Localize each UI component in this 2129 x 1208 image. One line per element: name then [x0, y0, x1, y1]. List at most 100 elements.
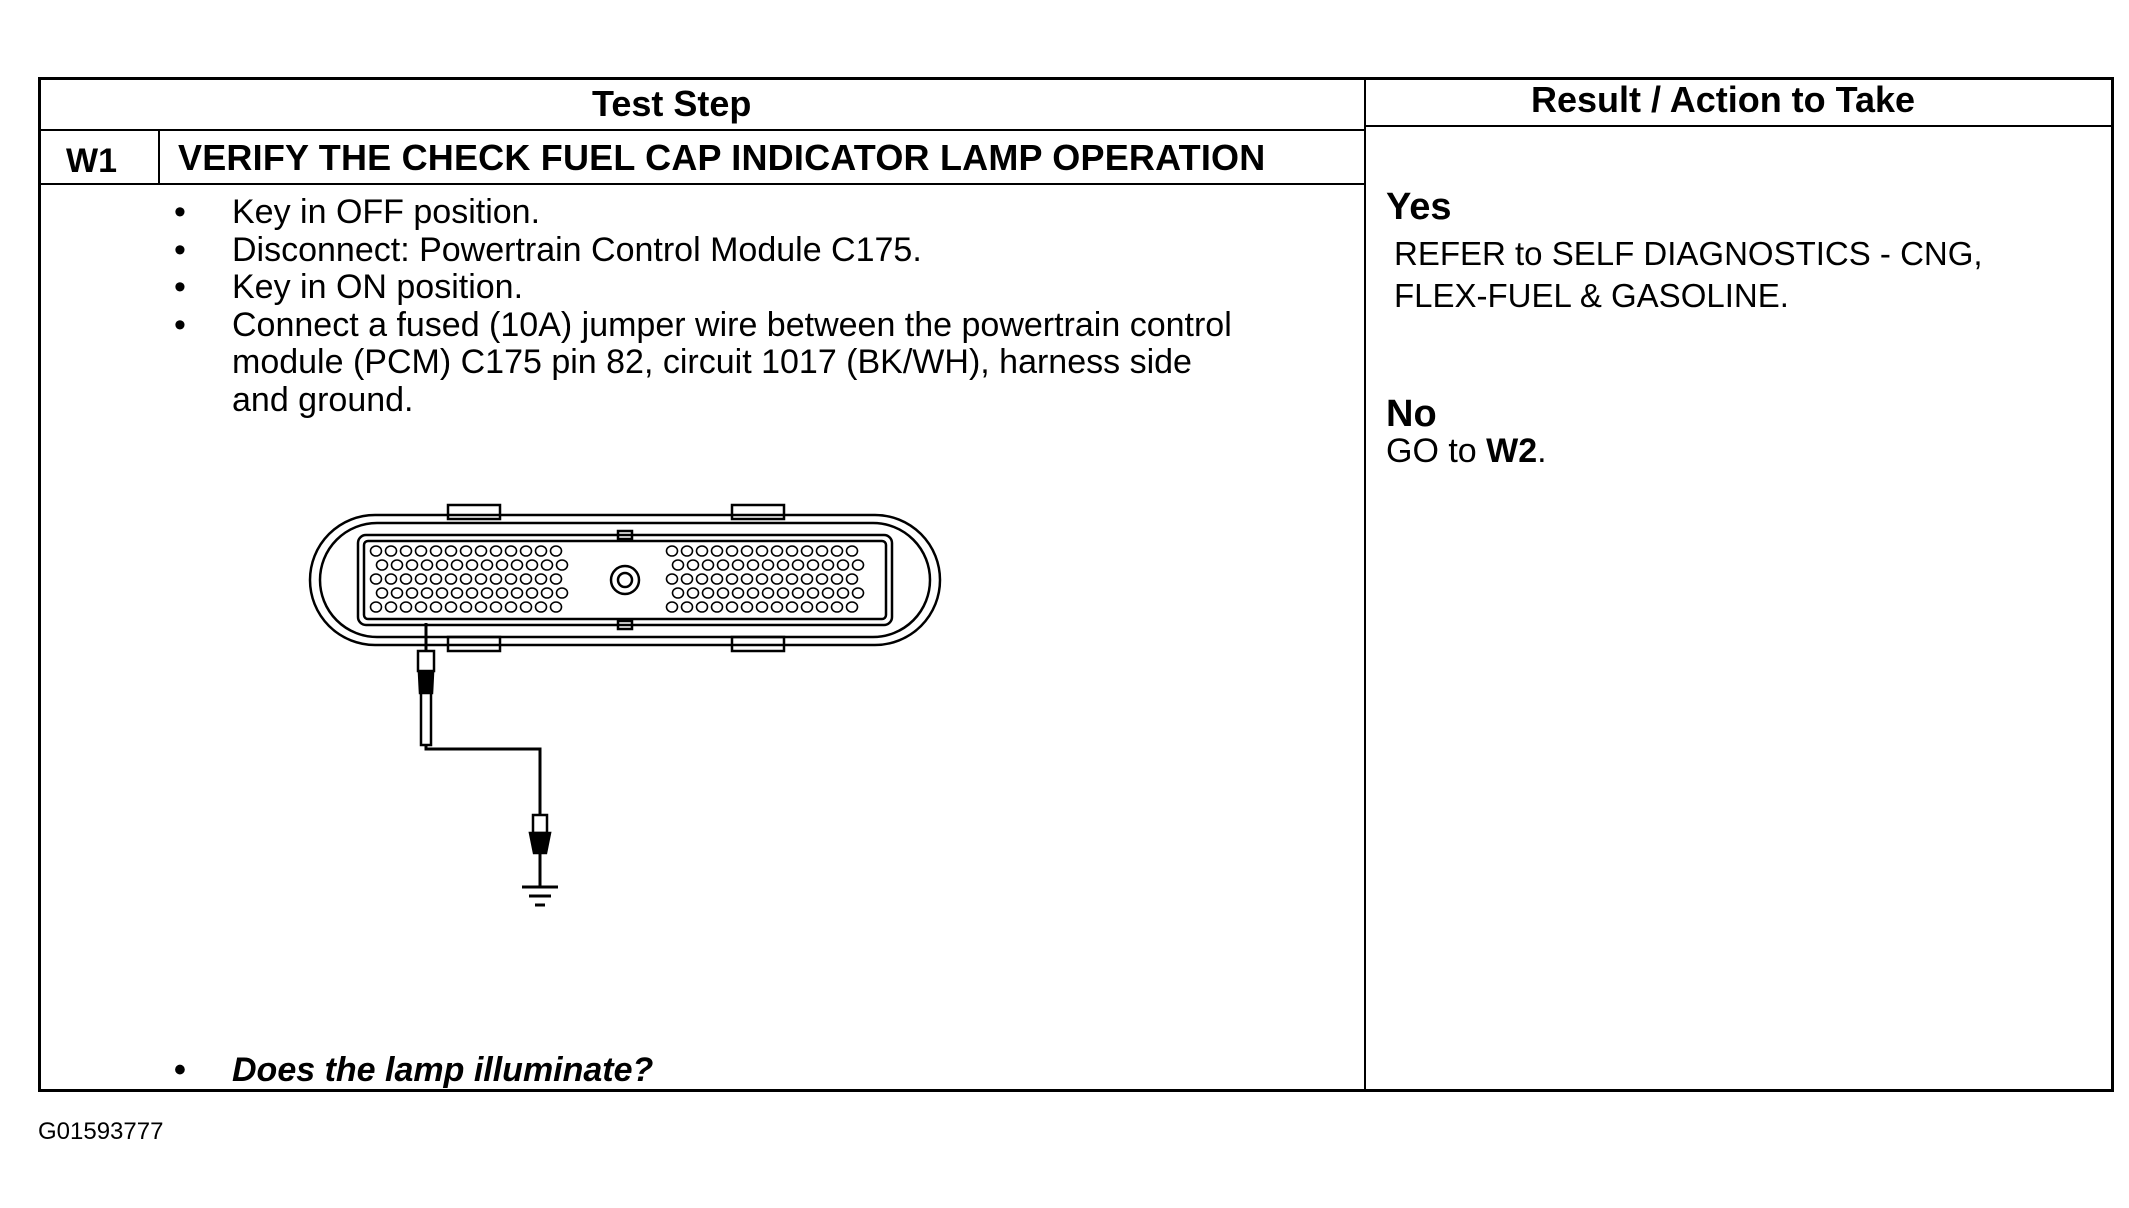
connector-pin [534, 573, 548, 585]
connector-pin [459, 601, 473, 613]
connector-pin [761, 587, 775, 599]
connector-pin [815, 601, 829, 613]
connector-pin [540, 587, 554, 599]
connector-pin [776, 559, 790, 571]
yes-label: Yes [1386, 186, 1452, 228]
no-action-suffix: . [1537, 432, 1547, 470]
connector-pin [510, 587, 524, 599]
instruction-list: Key in OFF position. Disconnect: Powertr… [170, 193, 1252, 420]
step-title-rule [38, 183, 1366, 185]
connector-pin [746, 559, 760, 571]
connector-pin [399, 573, 413, 585]
connector-pin [680, 545, 694, 557]
connector-pin [686, 559, 700, 571]
connector-pin [429, 573, 443, 585]
connector-pin [746, 587, 760, 599]
connector-pin [776, 587, 790, 599]
connector-pin [731, 587, 745, 599]
connector-pin [489, 601, 503, 613]
connector-pin [459, 545, 473, 557]
connector-pin [710, 573, 724, 585]
connector-pin [480, 587, 494, 599]
connector-pin [695, 545, 709, 557]
instruction-item: Key in OFF position. [170, 193, 1252, 232]
connector-pin [836, 559, 850, 571]
connector-pin [785, 545, 799, 557]
connector-pin [740, 601, 754, 613]
connector-pin [504, 573, 518, 585]
connector-pin [474, 545, 488, 557]
connector-pin [701, 559, 715, 571]
connector-pin [555, 587, 569, 599]
connector-pin [665, 573, 679, 585]
connector-pin [534, 601, 548, 613]
connector-pin [806, 559, 820, 571]
connector-pin [504, 601, 518, 613]
step-title: VERIFY THE CHECK FUEL CAP INDICATOR LAMP… [178, 137, 1266, 178]
connector-pin [420, 559, 434, 571]
connector-pin [474, 573, 488, 585]
connector-pin [435, 559, 449, 571]
connector-pin [459, 573, 473, 585]
connector-pin [549, 545, 563, 557]
connector-pin [791, 559, 805, 571]
connector-pin [740, 545, 754, 557]
connector-pin [474, 601, 488, 613]
connector-pin [785, 573, 799, 585]
yes-action-line-1: REFER to SELF DIAGNOSTICS - CNG, [1394, 235, 1983, 272]
connector-pin [671, 587, 685, 599]
connector-pin [444, 573, 458, 585]
instruction-item: Connect a fused (10A) jumper wire betwee… [170, 306, 1252, 420]
connector-pin [770, 545, 784, 557]
connector-pin [399, 601, 413, 613]
connector-pin [800, 601, 814, 613]
connector-pin [444, 545, 458, 557]
step-id-divider [158, 130, 160, 185]
connector-pin [444, 601, 458, 613]
question-text: Does the lamp illuminate? [170, 1051, 653, 1090]
connector-pin [731, 559, 745, 571]
connector-pin [785, 601, 799, 613]
connector-pin [845, 601, 859, 613]
connector-pin [414, 573, 428, 585]
connector-pin [369, 545, 383, 557]
connector-pin [384, 573, 398, 585]
connector-pins [369, 545, 865, 613]
connector-pin [836, 587, 850, 599]
connector-pin [800, 545, 814, 557]
connector-pin [665, 545, 679, 557]
connector-pin [800, 573, 814, 585]
header-rule-right [1364, 125, 2114, 127]
connector-pin [815, 545, 829, 557]
test-table [38, 77, 2114, 1092]
connector-pin [414, 601, 428, 613]
connector-pin [845, 545, 859, 557]
instruction-item: Disconnect: Powertrain Control Module C1… [170, 231, 1252, 270]
connector-pin [435, 587, 449, 599]
connector-pin [695, 601, 709, 613]
connector-pin [525, 559, 539, 571]
figure-id: G01593777 [38, 1118, 164, 1145]
yes-action-line-2: FLEX-FUEL & GASOLINE. [1394, 277, 1789, 314]
header-rule-left [38, 129, 1366, 131]
connector-pin [851, 559, 865, 571]
connector-pin [830, 545, 844, 557]
connector-pin [686, 587, 700, 599]
connector-pin [390, 587, 404, 599]
connector-pin [399, 545, 413, 557]
connector-pin [725, 601, 739, 613]
no-action: GO to W2. [1386, 430, 1547, 472]
connector-pin [710, 545, 724, 557]
connector-pin [851, 587, 865, 599]
connector-pin [830, 601, 844, 613]
connector-pin [375, 587, 389, 599]
connector-pin [755, 545, 769, 557]
connector-pin [770, 601, 784, 613]
connector-pin [519, 573, 533, 585]
connector-pin [405, 587, 419, 599]
connector-pin [821, 587, 835, 599]
connector-pin [495, 587, 509, 599]
connector-pin [701, 587, 715, 599]
no-action-target: W2 [1486, 432, 1538, 470]
connector-pin [695, 573, 709, 585]
